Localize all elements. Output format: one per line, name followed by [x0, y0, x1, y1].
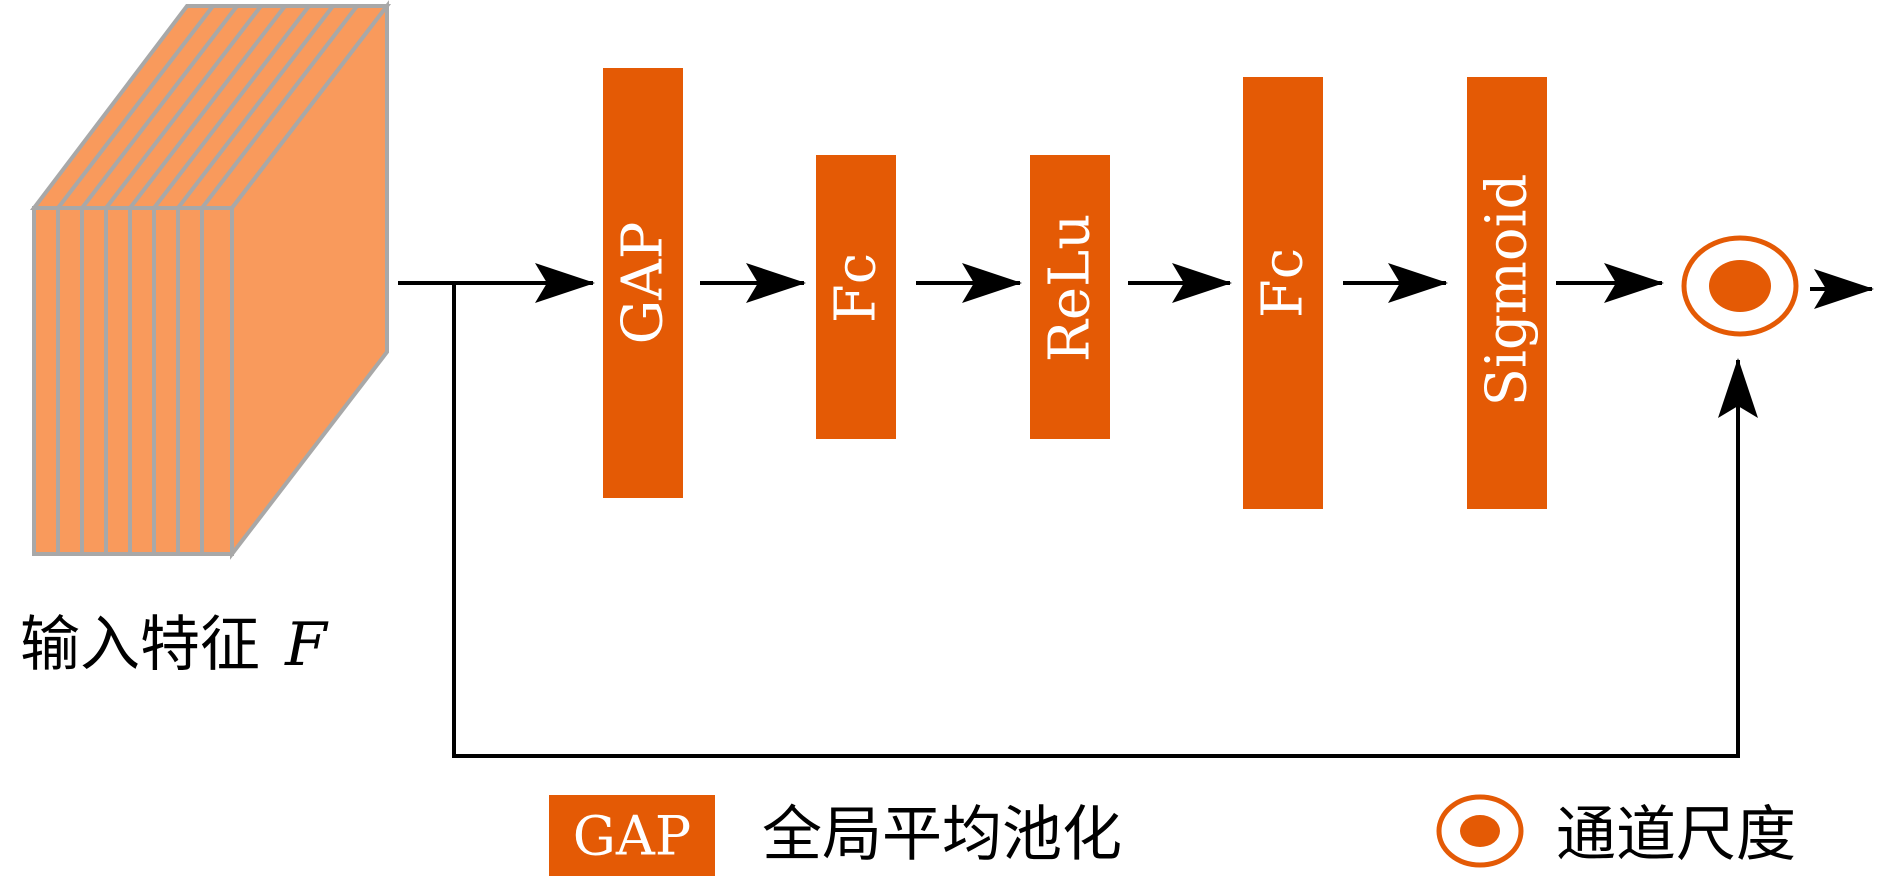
legend-gap: GAP 全局平均池化 [549, 795, 1122, 876]
legend-gap-swatch [549, 795, 715, 876]
block-gap-label: GAP [611, 222, 676, 345]
channel-scale-icon [1681, 235, 1799, 337]
flow-arrows [398, 263, 1874, 309]
legend: GAP 全局平均池化 通道尺度 [549, 794, 1796, 876]
block-fc-2-box [1243, 77, 1323, 509]
legend-scale-inner-dot [1460, 815, 1500, 847]
input-feature-stack [29, 0, 392, 560]
feature-slice [32, 206, 234, 556]
block-fc-2-label: Fc [1251, 248, 1316, 318]
block-fc-1-box [816, 155, 896, 439]
block-relu: ReLu [1030, 155, 1110, 439]
feature-slice-top-edge [128, 4, 287, 210]
input-feature-symbol: F [284, 610, 329, 680]
block-sigmoid-box [1467, 77, 1547, 509]
skip-connection-path [452, 283, 1758, 758]
skip-connection [452, 283, 1758, 758]
block-fc-2: Fc [1243, 77, 1323, 509]
block-sigmoid: Sigmoid [1467, 77, 1547, 509]
feature-slice-top-edge [200, 4, 359, 210]
block-gap-box [603, 68, 683, 498]
feature-slices [32, 4, 359, 556]
input-feature-label: 输入特征 [20, 610, 260, 680]
channel-scale-inner-dot [1709, 260, 1771, 312]
channel-scale-icon [1436, 794, 1524, 868]
feature-slice-top-edge [56, 4, 215, 210]
block-fc-1: Fc [816, 155, 896, 439]
block-relu-box [1030, 155, 1110, 439]
legend-scale-description: 通道尺度 [1556, 800, 1796, 870]
block-gap: GAP [603, 68, 683, 498]
input-feature-caption: 输入特征 F [20, 610, 329, 680]
legend-gap-swatch-label: GAP [573, 805, 691, 868]
legend-scale: 通道尺度 [1436, 794, 1796, 870]
feature-slice-top-edge [152, 4, 311, 210]
block-relu-label: ReLu [1038, 214, 1103, 363]
feature-slice-top-edge [80, 4, 239, 210]
feature-slice-top-edge [104, 4, 263, 210]
block-fc-1-label: Fc [824, 253, 889, 323]
feature-slice-top-edge [176, 4, 335, 210]
legend-gap-description: 全局平均池化 [762, 800, 1122, 870]
block-sigmoid-label: Sigmoid [1475, 174, 1540, 407]
